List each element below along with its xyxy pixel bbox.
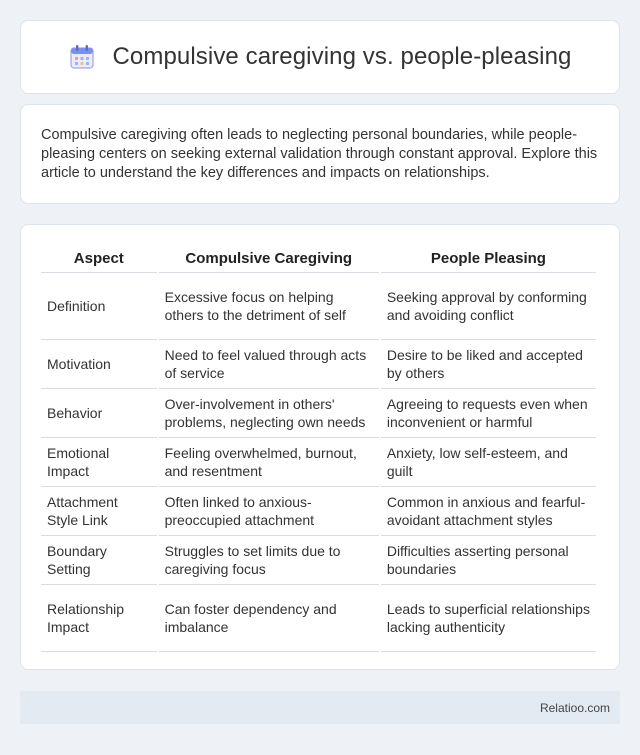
intro-text: Compulsive caregiving often leads to neg… — [41, 127, 598, 181]
row-aspect: Definition — [41, 273, 157, 340]
row-caregiving: Can foster dependency and imbalance — [158, 585, 379, 652]
comparison-table-card: Aspect Compulsive Caregiving People Plea… — [20, 224, 620, 670]
row-caregiving: Feeling overwhelmed, burnout, and resent… — [158, 438, 379, 487]
title-card: Compulsive caregiving vs. people-pleasin… — [20, 20, 620, 94]
row-caregiving: Over-involvement in others' problems, ne… — [158, 389, 379, 438]
row-aspect: Behavior — [41, 389, 157, 438]
intro-card: Compulsive caregiving often leads to neg… — [20, 104, 620, 204]
page-title: Compulsive caregiving vs. people-pleasin… — [112, 43, 572, 70]
table-row: Emotional Impact Feeling overwhelmed, bu… — [41, 438, 596, 487]
row-aspect: Motivation — [41, 340, 157, 389]
title-wrap: Compulsive caregiving vs. people-pleasin… — [68, 43, 571, 71]
row-people-pleasing: Common in anxious and fearful-avoidant a… — [380, 487, 596, 536]
row-people-pleasing: Leads to superficial relationships lacki… — [380, 585, 596, 652]
row-caregiving: Need to feel valued through acts of serv… — [158, 340, 379, 389]
row-people-pleasing: Agreeing to requests even when inconveni… — [380, 389, 596, 438]
row-people-pleasing: Seeking approval by conforming and avoid… — [380, 273, 596, 340]
row-people-pleasing: Difficulties asserting personal boundari… — [380, 536, 596, 585]
row-people-pleasing: Desire to be liked and accepted by other… — [380, 340, 596, 389]
footer: Relatioo.com — [20, 691, 620, 724]
row-people-pleasing: Anxiety, low self-esteem, and guilt — [380, 438, 596, 487]
comparison-table: Aspect Compulsive Caregiving People Plea… — [39, 243, 598, 652]
row-caregiving: Often linked to anxious-preoccupied atta… — [158, 487, 379, 536]
column-header-people-pleasing: People Pleasing — [380, 243, 596, 273]
row-aspect: Relationship Impact — [41, 585, 157, 652]
table-row: Relationship Impact Can foster dependenc… — [41, 585, 596, 652]
column-header-compulsive-caregiving: Compulsive Caregiving — [158, 243, 379, 273]
table-row: Behavior Over-involvement in others' pro… — [41, 389, 596, 438]
calendar-icon — [68, 43, 96, 71]
row-aspect: Attachment Style Link — [41, 487, 157, 536]
row-caregiving: Excessive focus on helping others to the… — [158, 273, 379, 340]
table-row: Attachment Style Link Often linked to an… — [41, 487, 596, 536]
row-caregiving: Struggles to set limits due to caregivin… — [158, 536, 379, 585]
table-header-row: Aspect Compulsive Caregiving People Plea… — [41, 243, 596, 273]
table-row: Definition Excessive focus on helping ot… — [41, 273, 596, 340]
column-header-aspect: Aspect — [41, 243, 157, 273]
row-aspect: Boundary Setting — [41, 536, 157, 585]
footer-site-link[interactable]: Relatioo.com — [539, 700, 610, 715]
table-row: Boundary Setting Struggles to set limits… — [41, 536, 596, 585]
table-row: Motivation Need to feel valued through a… — [41, 340, 596, 389]
row-aspect: Emotional Impact — [41, 438, 157, 487]
